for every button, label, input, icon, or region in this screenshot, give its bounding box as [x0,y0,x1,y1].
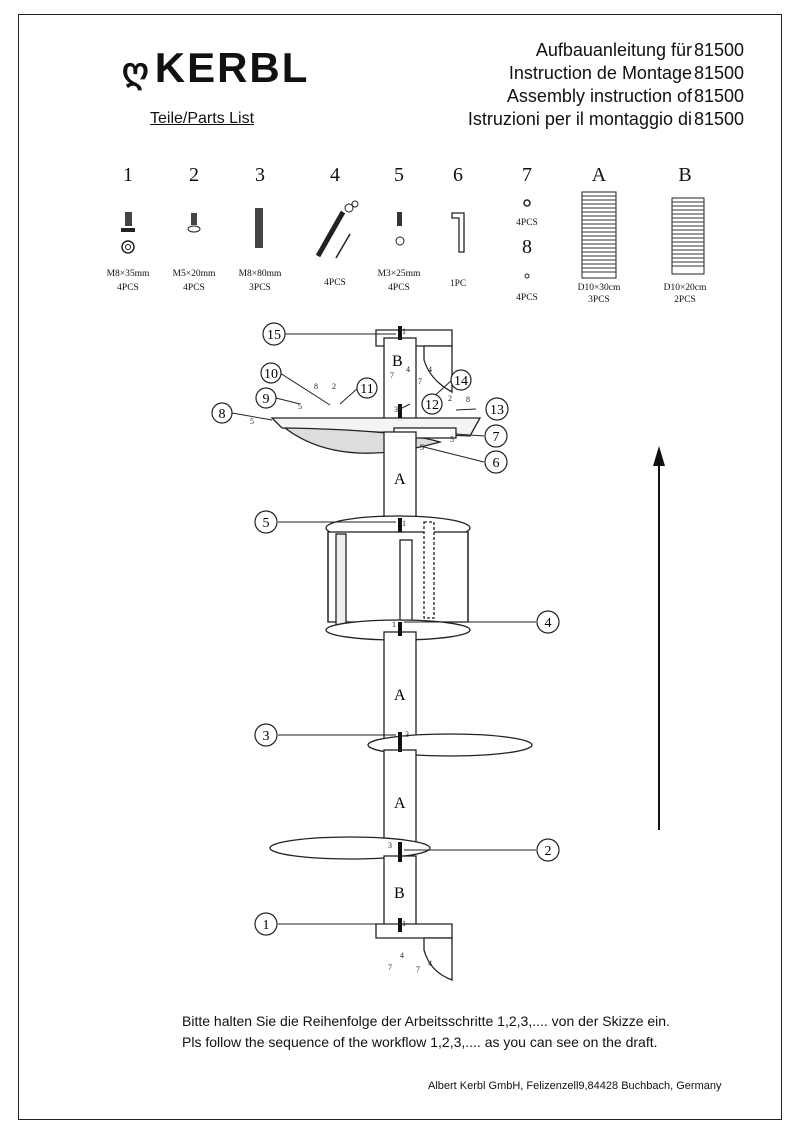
callout-label: 1 [263,918,270,933]
parts-list-title: Teile/Parts List [150,110,255,127]
logo-text: KERBL [154,44,310,91]
callout-label: 3 [263,729,270,744]
part-spec: M8×35mm [106,269,150,279]
post-label: A [394,687,406,704]
logo-mark-icon: ღ [122,52,151,90]
part-number: 8 [522,236,532,258]
part-ref: 4 [400,951,404,960]
part-qty: 2PCS [674,295,696,305]
callout-label: 9 [263,392,270,407]
part-ref: 4 [428,959,432,968]
part-number: 2 [189,164,199,186]
post-a-icon [581,191,617,279]
callout-label: 6 [493,456,500,471]
screw-icon [121,212,135,254]
part-ref: 4 [428,365,432,374]
product-code: 81500 [694,86,745,106]
company-footer: Albert Kerbl GmbH, Felizenzell9,84428 Bu… [428,1080,722,1092]
part-ref: 2 [332,382,336,391]
instruction-note-de: Bitte halten Sie die Reihenfolge der Arb… [182,1013,670,1029]
part-spec: M8×80mm [238,269,282,279]
part-qty: 4PCS [183,283,205,293]
threaded-rod-icon [255,208,263,248]
part-ref: 8 [314,382,318,391]
post-label: B [392,353,403,370]
part-ref: 3 [405,730,409,739]
post-label: A [394,471,406,488]
part-spec: D10×30cm [577,283,621,293]
product-code: 81500 [694,63,745,83]
part-qty: 3PCS [249,283,271,293]
wood-screw-icon [395,212,405,246]
part-spec: D10×20cm [663,283,707,293]
part-ref: 7 [416,965,420,974]
callout-label: 13 [490,403,504,418]
part-ref: 7 [418,377,422,386]
part-qty: 3PCS [588,295,610,305]
part-ref: 3 [388,841,392,850]
callout-label: 4 [545,616,552,631]
callout-label: 10 [264,367,278,382]
part-number: 3 [255,164,265,186]
part-ref: 3 [394,405,398,414]
part-qty: 4PCS [324,278,346,288]
part-qty: 4PCS [516,293,538,303]
heading-en: Assembly instruction of [506,86,692,106]
heading-fr: Instruction de Montage [508,63,692,83]
part-ref: 4 [406,365,410,374]
kerbl-logo: ღKERBL [122,44,309,92]
bolt-set-icon [315,200,359,259]
part-number: 6 [453,164,463,186]
callout-label: 8 [219,407,226,422]
part-qty: 4PCS [388,283,410,293]
part-ref: 5 [250,417,254,426]
part-ref: 7 [388,963,392,972]
page-frame [18,14,782,1120]
part-qty: 4PCS [516,218,538,228]
post-label: A [394,795,406,812]
heading-de: Aufbauanleitung für [535,40,692,60]
post-label: B [394,885,405,902]
instruction-note-en: Pls follow the sequence of the workflow … [182,1034,658,1050]
part-ref: 5 [450,435,454,444]
callout-label: 7 [493,430,500,445]
part-number: 4 [330,164,340,186]
product-code: 81500 [694,40,745,60]
allen-key-icon [451,212,465,253]
part-ref: 5 [420,443,424,452]
callout-label: 12 [425,398,439,413]
part-ref: 1 [402,919,406,928]
callout-label: 15 [267,328,281,343]
heading-it: Istruzioni per il montaggio di [467,109,692,129]
callout-label: 5 [263,516,270,531]
washer-icon [524,273,530,279]
callout-label: 14 [454,374,468,389]
part-ref: 2 [448,394,452,403]
part-spec: M3×25mm [377,269,421,279]
part-ref: 1 [392,620,396,629]
screw-icon [187,213,201,233]
nut-icon [523,199,531,207]
part-ref: 1 [402,327,406,336]
part-ref: 1 [402,519,406,528]
part-number: 5 [394,164,404,186]
assembly-direction-arrow-icon [653,446,665,830]
part-ref: 8 [466,395,470,404]
part-number: A [591,164,607,186]
post-b-icon [671,197,705,275]
callout-label: 11 [360,382,373,397]
product-code: 81500 [694,109,745,129]
part-ref: 5 [298,402,302,411]
part-number: 7 [522,164,532,186]
part-number: B [678,164,692,186]
part-qty: 1PC [449,279,467,289]
callout-label: 2 [545,844,552,859]
part-spec: M5×20mm [172,269,216,279]
part-number: 1 [123,164,133,186]
part-ref: 7 [390,371,394,380]
part-qty: 4PCS [117,283,139,293]
